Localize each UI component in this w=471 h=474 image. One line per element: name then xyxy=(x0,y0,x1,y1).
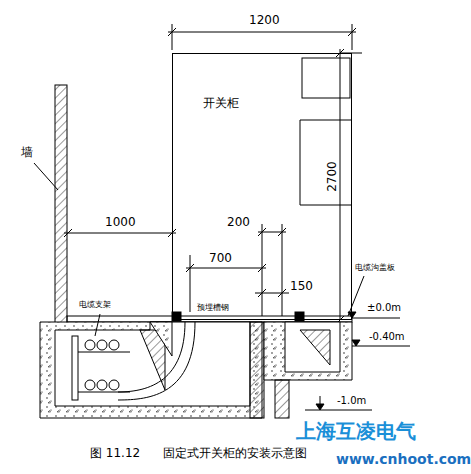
dimension: 700 xyxy=(208,252,233,265)
watermark: 上海互凌电气 xyxy=(296,420,416,442)
note: -1.0m xyxy=(336,395,367,406)
note: 预埋槽钢 xyxy=(196,304,230,313)
note: 电缆沟盖板 xyxy=(354,264,396,273)
dimension: 2700 xyxy=(326,160,339,193)
dimension: 1200 xyxy=(248,14,281,27)
figure-caption: 图 11.12 固定式开关柜的安装示意图 xyxy=(90,447,307,460)
cable-trench xyxy=(264,322,352,380)
note: 电缆支架 xyxy=(78,301,112,310)
dimension: 墙 xyxy=(20,146,34,159)
door-panel xyxy=(302,58,350,98)
dimension: 1000 xyxy=(104,216,137,229)
dimension: 150 xyxy=(289,280,314,293)
note: ±0.0m xyxy=(366,302,402,313)
watermark: www.cnhoot.com xyxy=(336,452,471,467)
cabinet-label: 开关柜 xyxy=(203,96,351,110)
cable-trench xyxy=(40,322,262,418)
dimension: 200 xyxy=(226,216,251,229)
cable-support xyxy=(72,336,78,400)
wall xyxy=(55,85,67,325)
floor-slab xyxy=(67,316,352,322)
note: -0.40m xyxy=(368,331,406,342)
cable xyxy=(118,322,185,392)
